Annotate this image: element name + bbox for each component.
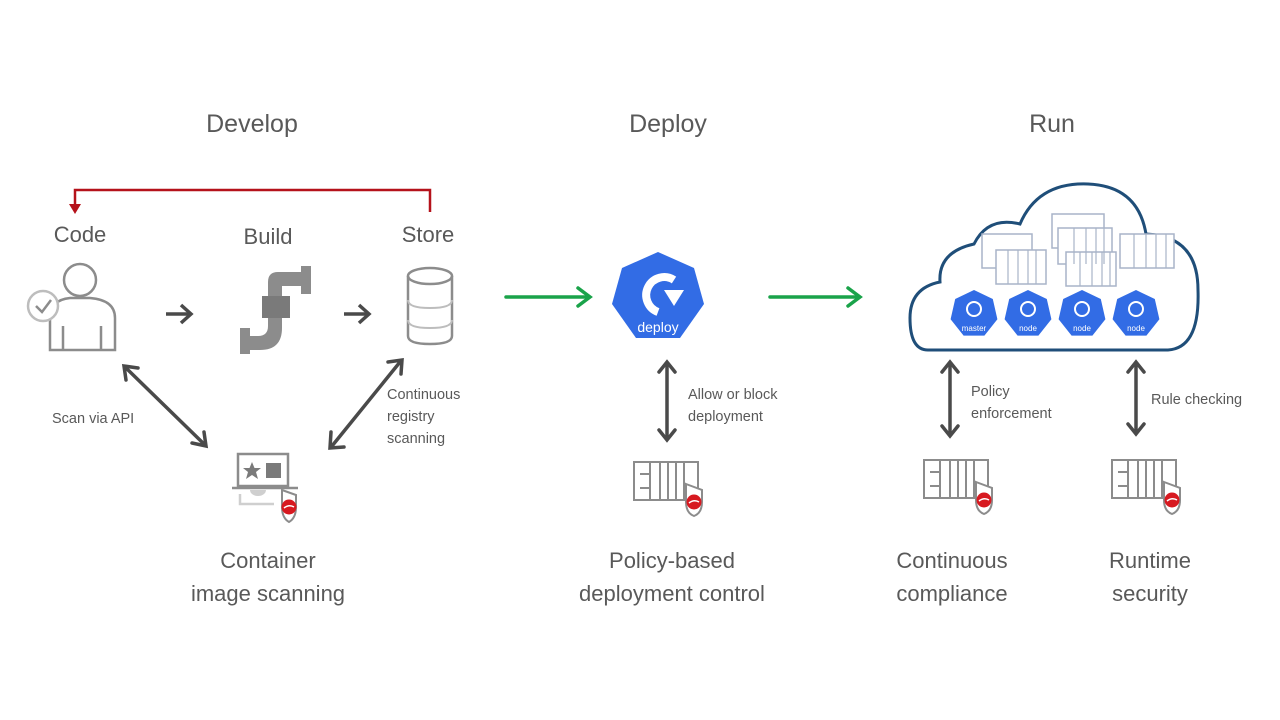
allow-block-label: Allow or block deployment xyxy=(688,387,778,425)
scan-via-api-label: Scan via API xyxy=(52,411,135,427)
cluster-node-label: node xyxy=(1127,324,1145,333)
cluster-node-label: master xyxy=(962,324,987,333)
phase-deploy: Deploy xyxy=(629,110,707,138)
step-store-label: Store xyxy=(401,222,455,247)
step-build-label: Build xyxy=(243,224,293,249)
developer-icon xyxy=(26,262,117,352)
gear-icon xyxy=(1074,301,1090,317)
step-code-label: Code xyxy=(53,222,107,247)
phase-develop: Develop xyxy=(206,110,298,138)
cloud-cluster-icon: master node node node xyxy=(908,182,1200,352)
image-scanning-icon xyxy=(232,452,298,524)
phase-run: Run xyxy=(1029,110,1075,138)
cluster-node-label: node xyxy=(1019,324,1037,333)
cluster-node-2: node xyxy=(1058,290,1106,336)
cluster-node-3: node xyxy=(1112,290,1160,336)
secured-container-icon-compliance xyxy=(923,459,993,516)
caption-compliance: Continuous compliance xyxy=(896,548,1008,606)
arrow-code-to-build-icon xyxy=(166,303,194,325)
registry-scanning-label: Continuous registry scanning xyxy=(387,387,461,447)
gear-icon xyxy=(1128,301,1144,317)
cluster-node-1: node xyxy=(1004,290,1052,336)
caption-runtime: Runtime security xyxy=(1109,548,1191,606)
pipe-icon xyxy=(240,266,311,354)
cluster-node-label: node xyxy=(1073,324,1091,333)
database-icon xyxy=(406,266,454,346)
secured-container-icon-deploy xyxy=(633,461,703,518)
gear-icon xyxy=(1020,301,1036,317)
deploy-badge-icon: deploy xyxy=(612,252,704,338)
caption-deployment-control: Policy-based deployment control xyxy=(579,548,765,606)
cluster-node-0: master xyxy=(950,290,998,336)
gear-icon xyxy=(966,301,982,317)
rule-checking-label: Rule checking xyxy=(1151,392,1243,408)
arrow-build-to-store-icon xyxy=(344,303,372,325)
policy-enforcement-label: Policy enforcement xyxy=(971,384,1052,422)
deploy-badge-label: deploy xyxy=(637,319,678,335)
caption-image-scanning: Container image scanning xyxy=(190,548,346,606)
trend-logo-icon xyxy=(281,499,297,515)
container-stack xyxy=(981,213,1175,287)
secured-container-icon-runtime xyxy=(1111,459,1181,516)
